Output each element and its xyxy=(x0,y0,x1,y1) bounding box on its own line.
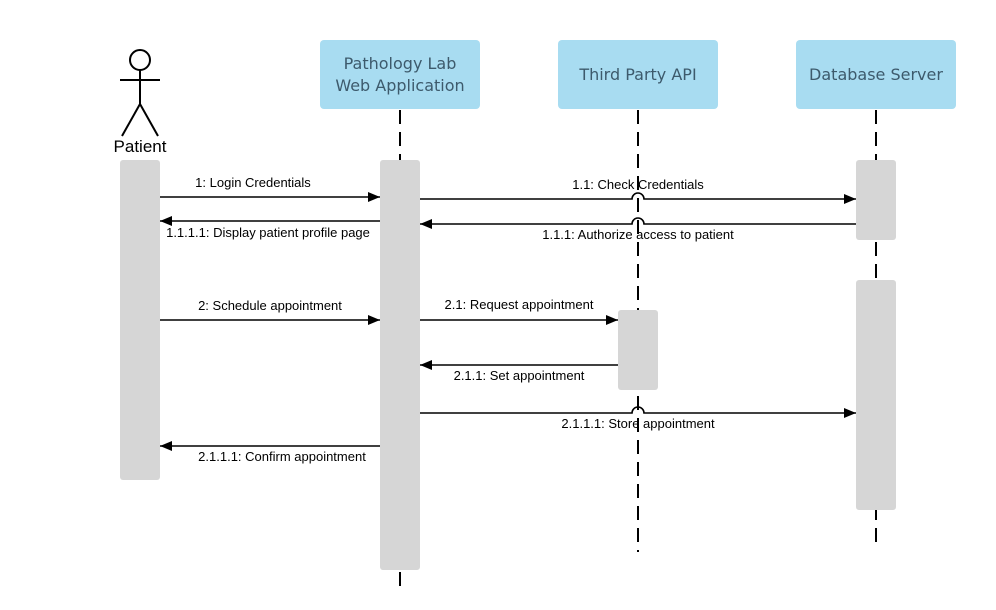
stick-figure-icon xyxy=(120,49,160,137)
message-label-schedule-appointment: 2: Schedule appointment xyxy=(198,298,342,313)
message-label-request-appointment: 2.1: Request appointment xyxy=(445,297,594,312)
activation-patient xyxy=(120,160,160,480)
message-arrow-store-appointment xyxy=(420,406,856,418)
activation-database-2 xyxy=(856,280,896,510)
activation-third-party-api xyxy=(618,310,658,390)
participant-database-server: Database Server xyxy=(796,40,956,109)
message-label-login: 1: Login Credentials xyxy=(195,175,311,190)
activation-webapp xyxy=(380,160,420,570)
participant-third-party-api: Third Party API xyxy=(558,40,718,109)
message-arrow-authorize-access xyxy=(420,217,856,229)
message-label-display-profile: 1.1.1.1: Display patient profile page xyxy=(166,225,370,240)
message-label-set-appointment: 2.1.1: Set appointment xyxy=(454,368,585,383)
message-arrow-check-credentials xyxy=(420,192,856,204)
participant-webapp: Pathology Lab Web Application xyxy=(320,40,480,109)
actor-label-patient: Patient xyxy=(114,137,167,156)
message-label-check-credentials: 1.1: Check Credentials xyxy=(572,177,704,192)
activation-database-1 xyxy=(856,160,896,240)
message-label-store-appointment: 2.1.1.1: Store appointment xyxy=(561,416,715,431)
message-label-authorize-access: 1.1.1: Authorize access to patient xyxy=(542,227,734,242)
message-label-confirm-appointment: 2.1.1.1: Confirm appointment xyxy=(198,449,366,464)
